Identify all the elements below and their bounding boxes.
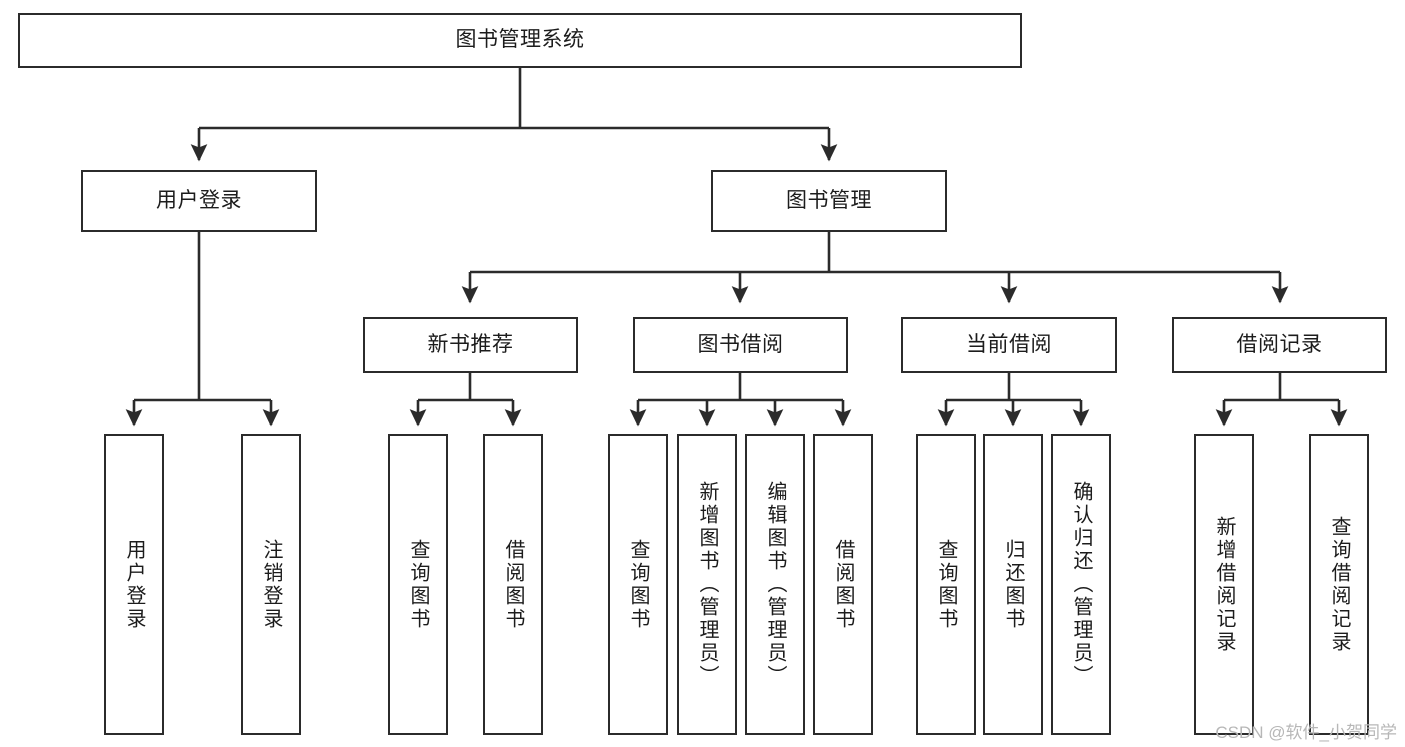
node-label: 新增图书（管理员）: [696, 481, 718, 688]
node-label: 借阅记录: [1236, 332, 1323, 356]
leaf-borrow-query-book[interactable]: 查询图书: [608, 434, 668, 735]
leaf-recommend-query-book[interactable]: 查询图书: [388, 434, 448, 735]
node-label: 用户登录: [123, 538, 145, 631]
node-label: 查询图书: [407, 538, 429, 631]
node-borrow-records[interactable]: 借阅记录: [1172, 317, 1387, 373]
node-new-book-recommend[interactable]: 新书推荐: [363, 317, 578, 373]
node-root-system[interactable]: 图书管理系统: [18, 13, 1022, 68]
leaf-borrow-borrow-book[interactable]: 借阅图书: [813, 434, 873, 735]
leaf-recommend-borrow-book[interactable]: 借阅图书: [483, 434, 543, 735]
node-label: 图书借阅: [697, 332, 784, 356]
node-book-borrow[interactable]: 图书借阅: [633, 317, 848, 373]
leaf-current-confirm-return-admin[interactable]: 确认归还（管理员）: [1051, 434, 1111, 735]
leaf-current-return-book[interactable]: 归还图书: [983, 434, 1043, 735]
node-label: 用户登录: [156, 188, 242, 212]
leaf-current-query-book[interactable]: 查询图书: [916, 434, 976, 735]
node-label: 确认归还（管理员）: [1070, 481, 1092, 688]
node-current-borrow[interactable]: 当前借阅: [901, 317, 1117, 373]
node-label: 查询图书: [935, 538, 957, 631]
node-label: 新增借阅记录: [1213, 515, 1235, 654]
node-label: 查询图书: [627, 538, 649, 631]
node-label: 编辑图书（管理员）: [764, 481, 786, 688]
leaf-user-login-signout[interactable]: 注销登录: [241, 434, 301, 735]
node-user-login[interactable]: 用户登录: [81, 170, 317, 232]
leaf-user-login-signin[interactable]: 用户登录: [104, 434, 164, 735]
leaf-borrow-edit-book-admin[interactable]: 编辑图书（管理员）: [745, 434, 805, 735]
node-label: 图书管理: [786, 188, 872, 212]
node-book-management[interactable]: 图书管理: [711, 170, 947, 232]
node-label: 查询借阅记录: [1328, 515, 1350, 654]
node-label: 注销登录: [260, 538, 282, 631]
leaf-borrow-add-book-admin[interactable]: 新增图书（管理员）: [677, 434, 737, 735]
node-label: 借阅图书: [832, 538, 854, 631]
node-label: 图书管理系统: [455, 28, 585, 52]
node-label: 当前借阅: [966, 332, 1052, 356]
node-label: 归还图书: [1002, 538, 1024, 631]
leaf-records-query-record[interactable]: 查询借阅记录: [1309, 434, 1369, 735]
csdn-watermark: CSDN @软件_小贺同学: [1215, 723, 1397, 742]
node-label: 借阅图书: [502, 538, 524, 631]
leaf-records-add-record[interactable]: 新增借阅记录: [1194, 434, 1254, 735]
node-label: 新书推荐: [427, 332, 514, 356]
